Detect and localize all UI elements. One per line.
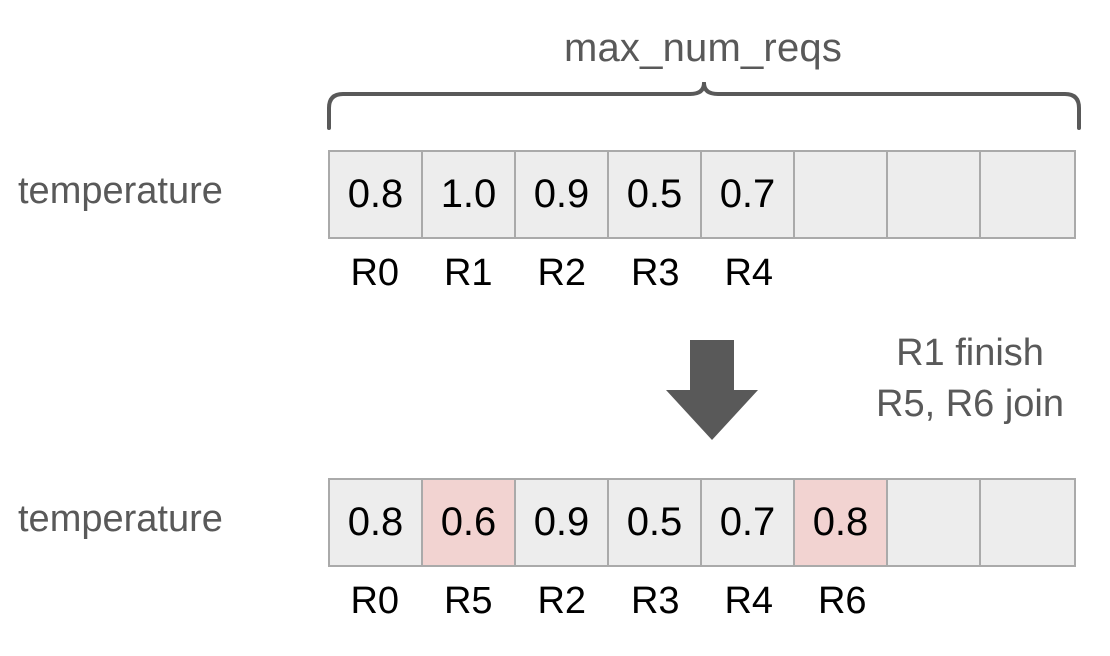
request-index-label: R4: [724, 580, 774, 622]
array-cell-empty[interactable]: [981, 152, 1074, 237]
request-index-label: R5: [443, 580, 493, 622]
page-title: max_num_reqs: [563, 26, 843, 70]
temperature-array-before: 0.8 1.0 0.9 0.5 0.7: [328, 150, 1076, 239]
temperature-array-after: 0.8 0.6 0.9 0.5 0.7 0.8: [328, 478, 1076, 567]
transition-note-line2: R5, R6 join: [876, 382, 1064, 425]
array-cell[interactable]: 0.5: [609, 480, 702, 565]
request-index-label: [983, 252, 1077, 295]
request-index-row-before: R0 R1 R2 R3 R4: [328, 252, 1076, 295]
array-cell-highlighted[interactable]: 0.8: [795, 480, 888, 565]
row-label-temperature-before: temperature: [18, 170, 223, 212]
request-index-label: R2: [537, 252, 587, 294]
transition-note: R1 finish R5, R6 join: [830, 328, 1110, 430]
array-cell-empty[interactable]: [981, 480, 1074, 565]
array-cell[interactable]: 0.9: [516, 480, 609, 565]
request-index-label: R1: [443, 252, 493, 294]
transition-note-line1: R1 finish: [896, 332, 1044, 374]
request-index-label: R2: [537, 580, 587, 622]
request-index-label: R3: [630, 252, 680, 294]
row-label-temperature-after: temperature: [18, 498, 223, 540]
array-cell-empty[interactable]: [888, 480, 981, 565]
request-index-label: [889, 252, 983, 295]
array-cell[interactable]: 0.8: [330, 152, 423, 237]
array-cell[interactable]: 1.0: [423, 152, 516, 237]
request-index-label: R0: [350, 252, 400, 294]
request-index-label: R4: [724, 252, 774, 294]
request-index-label: R3: [630, 580, 680, 622]
request-index-row-after: R0 R5 R2 R3 R4 R6: [328, 580, 1076, 623]
array-cell[interactable]: 0.7: [702, 480, 795, 565]
array-cell[interactable]: 0.7: [702, 152, 795, 237]
array-cell-highlighted[interactable]: 0.6: [423, 480, 516, 565]
down-arrow-icon: [666, 340, 758, 440]
request-index-label: R6: [817, 580, 867, 622]
curly-brace-icon: [327, 82, 1081, 130]
array-cell-empty[interactable]: [795, 152, 888, 237]
request-index-label: [796, 252, 890, 295]
request-index-label: R0: [350, 580, 400, 622]
request-index-label: [889, 580, 983, 623]
array-cell[interactable]: 0.9: [516, 152, 609, 237]
request-index-label: [983, 580, 1077, 623]
array-cell-empty[interactable]: [888, 152, 981, 237]
array-cell[interactable]: 0.5: [609, 152, 702, 237]
array-cell[interactable]: 0.8: [330, 480, 423, 565]
